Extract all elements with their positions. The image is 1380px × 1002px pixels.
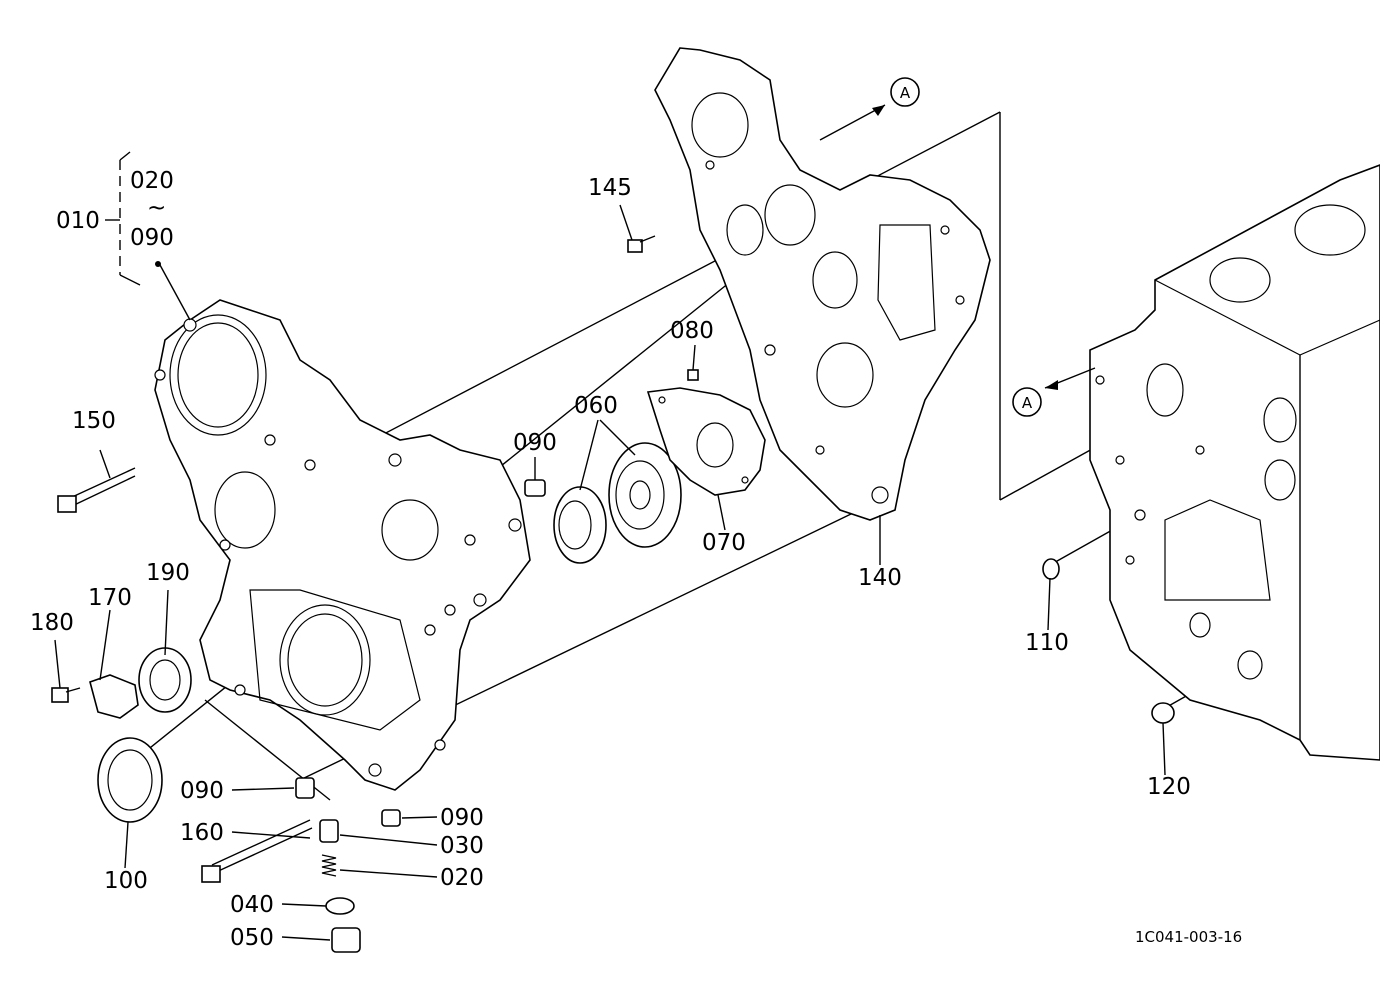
label-090-c: 090 <box>440 805 484 831</box>
label-070: 070 <box>702 530 746 556</box>
label-030: 030 <box>440 833 484 859</box>
label-140: 140 <box>858 565 902 591</box>
leader-lines <box>54 204 1166 941</box>
oil-pump-gears-060 <box>553 442 682 564</box>
ref-a-block-letter: A <box>1022 394 1033 412</box>
label-090-b: 090 <box>180 778 224 804</box>
label-080: 080 <box>670 318 714 344</box>
label-010: 010 <box>56 208 100 234</box>
label-060: 060 <box>574 393 618 419</box>
label-190: 190 <box>146 560 190 586</box>
oil-pump-cover-070 <box>646 387 766 496</box>
label-110: 110 <box>1025 630 1069 656</box>
ref-a-top-letter: A <box>900 84 911 102</box>
reference-a-block: A <box>1012 367 1096 417</box>
label-180: 180 <box>30 610 74 636</box>
label-040: 040 <box>230 892 274 918</box>
label-050: 050 <box>230 925 274 951</box>
label-range-separator: ~ <box>147 195 166 221</box>
label-100: 100 <box>104 868 148 894</box>
label-170: 170 <box>88 585 132 611</box>
gear-case-gasket-140 <box>654 47 991 521</box>
label-020-range-start: 020 <box>130 168 174 194</box>
part-labels: 010 020 ~ 090 145 150 080 060 090 070 14… <box>30 168 1242 951</box>
engine-block <box>1089 164 1380 761</box>
assembly-bracket <box>105 151 161 286</box>
label-160: 160 <box>180 820 224 846</box>
drawing-code: 1C041-003-16 <box>1135 928 1242 946</box>
label-090-range-end: 090 <box>130 225 174 251</box>
label-020: 020 <box>440 865 484 891</box>
label-090-a: 090 <box>513 430 557 456</box>
reference-a-top: A <box>819 77 920 141</box>
label-120: 120 <box>1147 774 1191 800</box>
small-parts <box>51 235 1175 953</box>
label-150: 150 <box>72 408 116 434</box>
gear-case-010 <box>154 299 531 791</box>
label-145: 145 <box>588 175 632 201</box>
